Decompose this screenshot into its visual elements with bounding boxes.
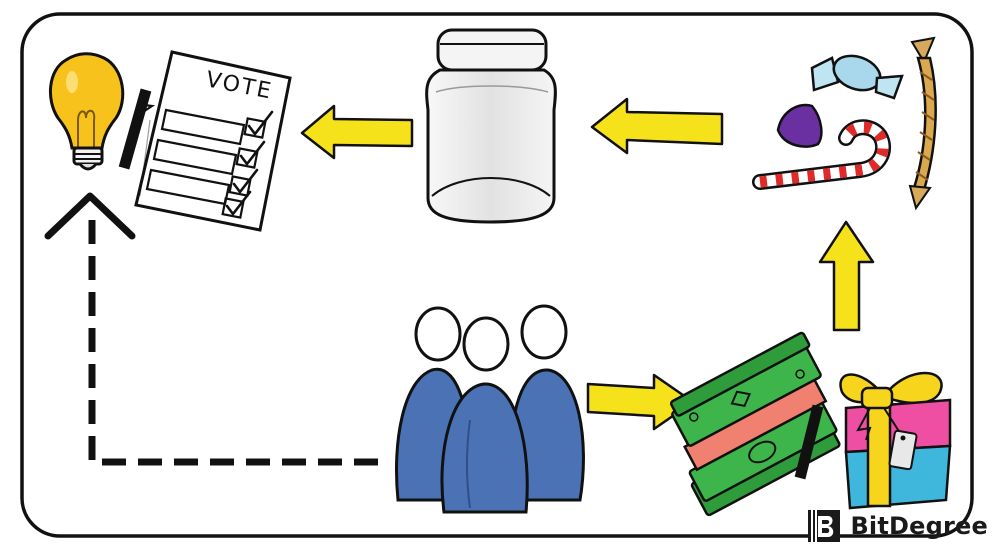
jar-icon	[425, 28, 557, 224]
arrow-gift-to-candy	[818, 220, 875, 332]
separator-bar-top	[118, 88, 152, 170]
arrow-jar-to-vote	[300, 104, 414, 160]
ballot-icon: VOTE	[134, 50, 292, 232]
separator-bar-bottom	[794, 404, 824, 480]
dashed-connector	[88, 218, 378, 466]
lightbulb-icon	[48, 52, 125, 171]
watermark: BitDegree	[804, 506, 988, 546]
arrow-candy-to-jar	[590, 97, 724, 155]
gift-icon	[839, 371, 952, 510]
watermark-brand: BitDegree	[850, 512, 988, 540]
chevron-icon	[44, 192, 136, 240]
bitdegree-logo-icon	[808, 510, 841, 542]
diagram-frame	[20, 12, 974, 538]
money-icon	[669, 331, 841, 517]
candy-icon	[752, 36, 937, 211]
people-icon	[395, 304, 585, 514]
